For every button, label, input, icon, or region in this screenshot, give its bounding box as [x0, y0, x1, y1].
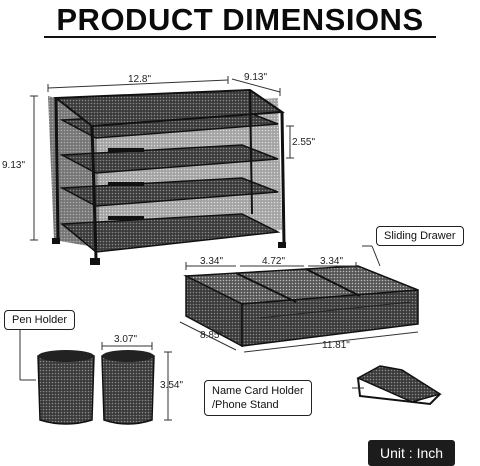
pen-holder-label: Pen Holder: [4, 310, 76, 330]
drawer-length-label: 11.81": [322, 340, 350, 351]
sliding-drawer: [183, 265, 419, 348]
organizer-depth-label: 9.13": [244, 72, 268, 83]
drawer-depth-label: 8.85": [200, 330, 224, 341]
pen-holder-height-label: 3.54": [160, 380, 184, 391]
name-card-holder: [356, 365, 442, 406]
unit-badge: Unit : Inch: [368, 440, 456, 466]
organizer-dimension-lines: [30, 76, 294, 241]
name-card-holder-label: Name Card Holder /Phone Stand: [204, 380, 312, 416]
pen-holder-dimension-lines: [19, 328, 172, 421]
drawer-compartment-1-label: 3.34": [200, 256, 224, 267]
pen-holder-width-label: 3.07": [114, 334, 138, 345]
page-title: PRODUCT DIMENSIONS: [56, 2, 424, 37]
name-card-holder-label-line1: Name Card Holder: [212, 385, 304, 397]
desk-organizer: [48, 88, 286, 265]
drawer-compartment-2-label: 4.72": [262, 256, 286, 267]
organizer-width-label: 12.8": [128, 74, 152, 85]
name-card-holder-label-line2: /Phone Stand: [212, 399, 279, 411]
sliding-drawer-label: Sliding Drawer: [376, 226, 464, 246]
title-divider: [44, 36, 436, 38]
pen-holders: [37, 350, 155, 425]
drawer-compartment-3-label: 3.34": [320, 256, 344, 267]
organizer-height-label: 9.13": [2, 160, 26, 171]
drawer-dimension-lines: [179, 245, 419, 353]
shelf-gap-label: 2.55": [292, 137, 316, 148]
